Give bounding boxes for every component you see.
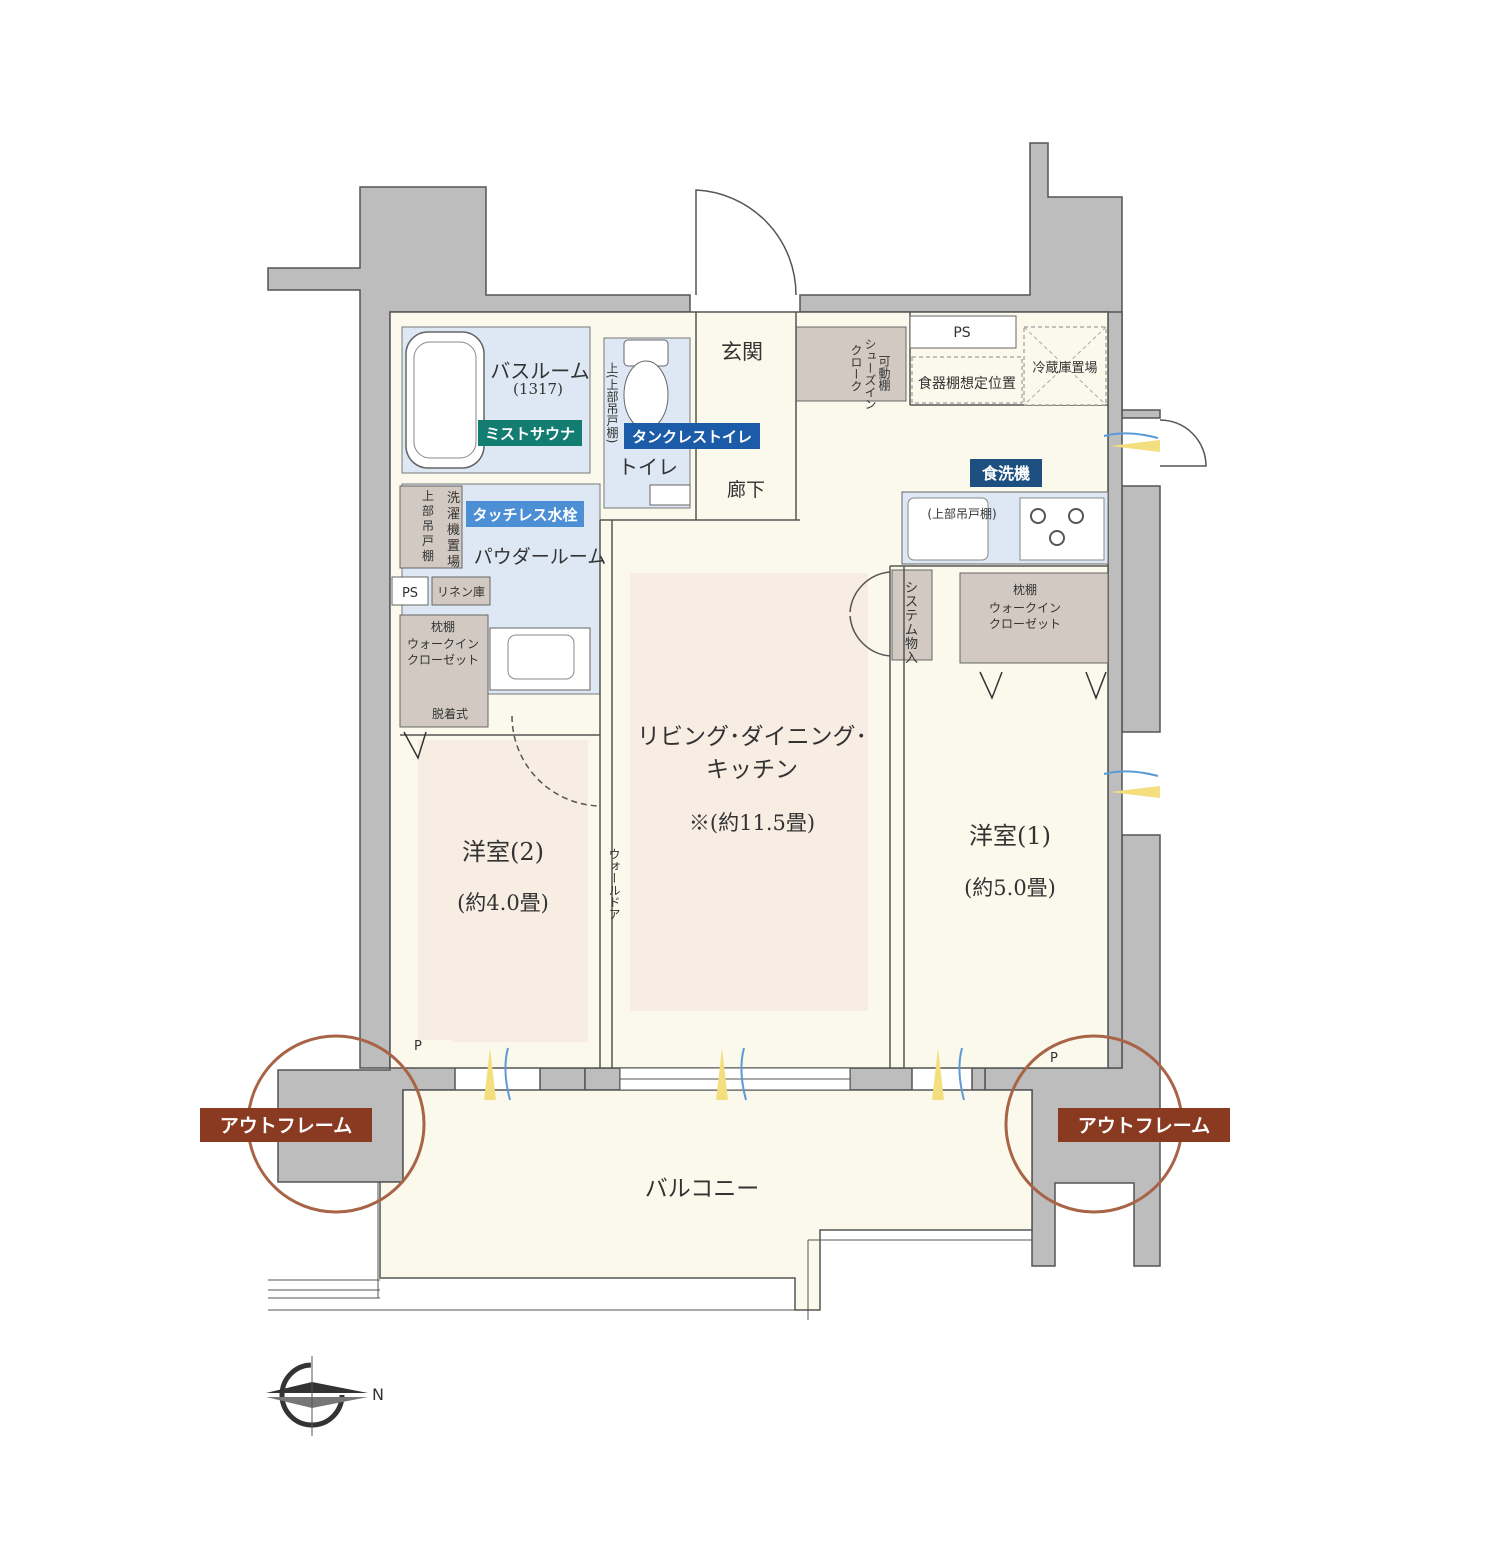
label-upper-cabinet-toilet: 上(上部吊戸棚) — [605, 362, 619, 444]
label-ldk-line2: キッチン — [706, 757, 798, 783]
label-wic-shelf-left: 枕棚 — [431, 619, 455, 634]
stove — [1019, 497, 1105, 561]
label-balcony: バルコニー — [645, 1176, 760, 1202]
label-western1: 洋室(1) — [969, 822, 1051, 850]
label-western2: 洋室(2) — [462, 838, 544, 866]
ldk-floor — [630, 573, 868, 1011]
compass: N — [266, 1356, 384, 1436]
svg-text:食洗機: 食洗機 — [981, 464, 1030, 483]
stove-burners — [1030, 508, 1084, 546]
label-entrance: 玄関 — [721, 340, 763, 364]
label-shoe-closet: 可動棚 シューズイン クローク — [849, 338, 891, 410]
label-dish-shelf: 食器棚想定位置 — [918, 375, 1016, 392]
label-bathroom-size: (1317) — [513, 380, 563, 398]
label-wic-shelf-right: 枕棚 — [1013, 582, 1037, 597]
partitions — [400, 312, 1108, 1068]
svg-text:部: 部 — [422, 503, 434, 518]
wic-hanger-icons — [403, 671, 1107, 760]
linen-closet — [431, 576, 491, 606]
label-western1-area: (約5.0畳) — [964, 876, 1056, 900]
ps-box — [909, 315, 1017, 349]
compass-north-label: N — [372, 1385, 384, 1404]
label-wic-right-2: クローゼット — [989, 617, 1061, 631]
svg-text:物: 物 — [905, 637, 918, 652]
svg-text:テ: テ — [905, 609, 918, 624]
wic-left — [399, 614, 489, 728]
badge-tankless-toilet: タンクレストイレ — [624, 423, 760, 449]
svg-text:機: 機 — [447, 523, 460, 538]
window-door-right — [1159, 419, 1207, 467]
svg-text:上: 上 — [422, 489, 434, 503]
label-upper-cabinet-kitchen: (上部吊戸棚) — [927, 506, 996, 521]
compass-needle — [266, 1382, 368, 1393]
label-linen: リネン庫 — [437, 585, 485, 599]
western2-floor — [418, 740, 588, 1040]
washer-storage — [399, 485, 463, 569]
svg-text:ム: ム — [905, 623, 918, 638]
label-wic-left-1: ウォークイン — [407, 637, 479, 651]
badge-outframe-right: アウトフレーム — [1058, 1108, 1230, 1142]
svg-text:ス: ス — [905, 595, 918, 610]
kitchen-sink — [907, 497, 989, 561]
svg-text:アウトフレーム: アウトフレーム — [220, 1115, 352, 1137]
label-powder-room: パウダールーム — [474, 546, 606, 568]
front-door-swing — [695, 189, 797, 296]
shoe-closet — [795, 326, 907, 402]
system-storage-door — [849, 571, 891, 657]
bathtub — [405, 331, 485, 469]
badge-dishwasher: 食洗機 — [970, 459, 1042, 487]
label-removable: 脱着式 — [432, 706, 468, 721]
label-ps-left: PS — [402, 586, 418, 601]
svg-text:濯: 濯 — [447, 507, 460, 522]
dish-shelf-space — [911, 356, 1023, 404]
badge-mist-sauna: ミストサウナ — [478, 420, 582, 446]
wic-right — [959, 572, 1109, 664]
label-corridor: 廊下 — [727, 479, 765, 501]
badge-outframe-left: アウトフレーム — [200, 1108, 372, 1142]
svg-text:可動棚: 可動棚 — [877, 355, 891, 392]
label-wic-left-2: クローゼット — [407, 653, 479, 667]
label-ps: PS — [953, 325, 970, 341]
label-wic-right-1: ウォークイン — [989, 601, 1061, 615]
label-p-left: P — [414, 1039, 422, 1054]
svg-text:ミストサウナ: ミストサウナ — [485, 425, 575, 443]
system-storage — [891, 569, 933, 661]
western2-floor-low — [452, 1010, 588, 1042]
svg-text:タッチレス水栓: タッチレス水栓 — [472, 506, 577, 524]
room2-door-swing — [511, 715, 601, 807]
svg-text:シューズイン: シューズイン — [863, 338, 877, 410]
label-western2-area: (約4.0畳) — [457, 891, 549, 915]
ventilation-marks — [484, 432, 1160, 1101]
badge-touchless-faucet: タッチレス水栓 — [466, 501, 584, 527]
svg-text:タンクレストイレ: タンクレストイレ — [632, 428, 752, 446]
svg-text:置: 置 — [447, 539, 460, 554]
label-wall-door: ウォールドア — [607, 848, 621, 920]
svg-text:棚: 棚 — [422, 548, 434, 563]
svg-text:戸: 戸 — [422, 534, 434, 548]
label-toilet: トイレ — [618, 455, 678, 479]
label-upper-cabinet-left: 上 部 吊 戸 棚 — [422, 489, 434, 563]
ps-box-left — [391, 576, 429, 606]
label-ldk-line1: リビング･ダイニング･ — [637, 724, 867, 750]
label-ldk-area: ※(約11.5畳) — [689, 811, 815, 835]
svg-text:アウトフレーム: アウトフレーム — [1078, 1115, 1210, 1137]
svg-text:入: 入 — [905, 651, 918, 666]
svg-text:吊: 吊 — [422, 519, 434, 533]
label-washer: 洗 濯 機 置 場 — [447, 491, 460, 570]
svg-text:洗: 洗 — [447, 491, 460, 506]
label-bathroom: バスルーム — [490, 359, 589, 383]
label-fridge: 冷蔵庫置場 — [1032, 361, 1097, 376]
svg-text:シ: シ — [905, 581, 918, 596]
svg-text:場: 場 — [447, 555, 460, 570]
label-p-right: P — [1050, 1051, 1058, 1066]
label-system-storage: シ ス テ ム 物 入 — [905, 581, 918, 666]
svg-text:クローク: クローク — [849, 344, 863, 392]
